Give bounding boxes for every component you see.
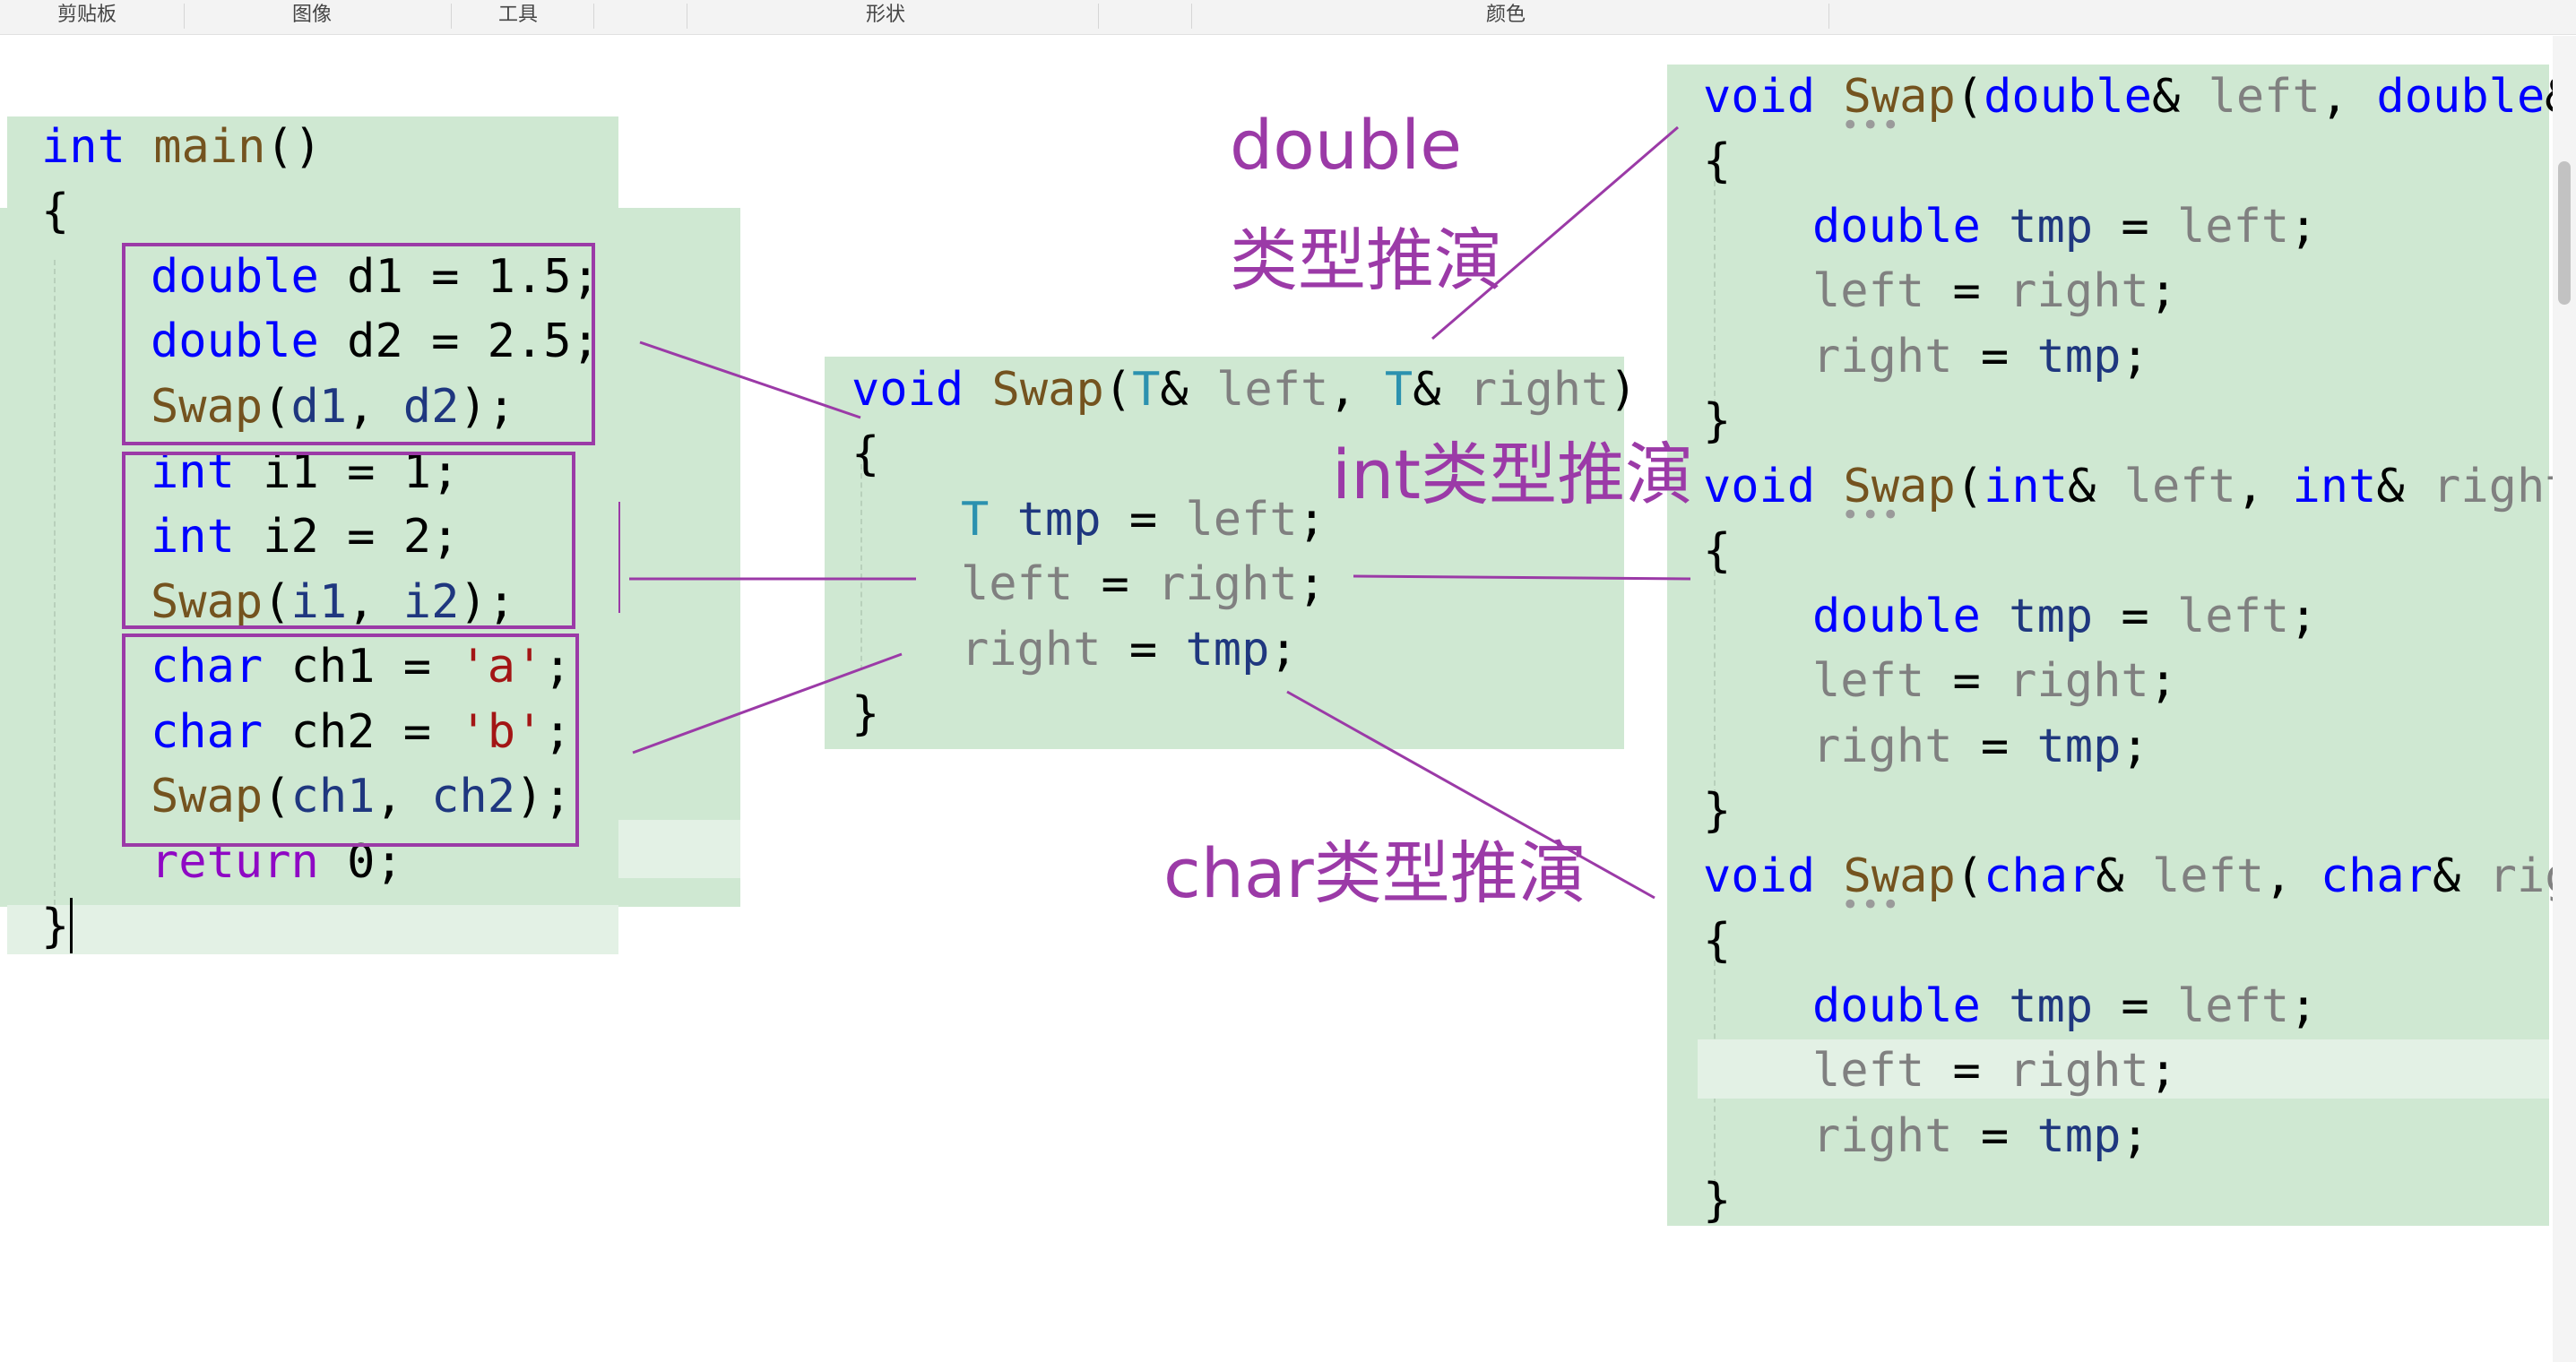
int-box-tick	[618, 502, 620, 613]
double-line-2: double tmp = left;	[1812, 200, 2318, 254]
ribbon-group-tools[interactable]: 工具	[498, 4, 539, 26]
double-line-4: right = tmp;	[1812, 330, 2149, 384]
int-line-1: {	[1703, 524, 1732, 578]
double-annotation-suffix: 类型推演	[1230, 220, 1502, 300]
ribbon-separator	[451, 4, 452, 29]
current-line-highlight	[1698, 1039, 2549, 1099]
template-line-5: }	[851, 687, 880, 741]
char-line-1: {	[1703, 914, 1732, 968]
int-line-2: double tmp = left;	[1812, 590, 2318, 643]
int-line-3: left = right;	[1812, 654, 2178, 708]
main-line-3: double d2 = 2.5;	[151, 315, 600, 368]
connector-template-to-int	[1353, 574, 1691, 581]
template-line-3: left = right;	[961, 557, 1327, 611]
double-line-3: left = right;	[1812, 264, 2178, 318]
int-line-0: void Swap(int& left, int& right	[1703, 460, 2573, 513]
int-annotation-label: int类型推演	[1332, 435, 1694, 514]
ribbon-separator	[1828, 4, 1829, 29]
char-line-5: }	[1703, 1174, 1732, 1228]
main-line-12: }	[41, 900, 70, 953]
template-code-panel	[825, 357, 1624, 749]
indent-guide	[860, 464, 862, 670]
ribbon-separator	[184, 4, 185, 29]
template-line-2: T tmp = left;	[961, 493, 1327, 547]
ribbon-bar: 剪贴板 图像 工具 形状 颜色	[0, 0, 2576, 35]
current-line-highlight-back	[618, 820, 740, 878]
main-line-1: {	[41, 185, 70, 238]
text-cursor	[70, 898, 73, 953]
main-line-9: char ch2 = 'b';	[151, 705, 572, 759]
ribbon-group-clipboard[interactable]: 剪贴板	[57, 4, 117, 26]
instantiated-code-panel	[1667, 65, 2549, 1226]
main-line-2: double d1 = 1.5;	[151, 250, 600, 304]
main-line-10: Swap(ch1, ch2);	[151, 770, 572, 823]
ribbon-separator	[1191, 4, 1192, 29]
main-line-0: int main()	[41, 120, 323, 174]
connector-template-to-char	[1286, 690, 1655, 900]
current-line-highlight	[7, 905, 618, 954]
char-line-0: void Swap(char& left, char& rig	[1703, 849, 2573, 903]
double-call-box	[122, 243, 595, 445]
indent-guide	[54, 260, 56, 905]
template-line-0: void Swap(T& left, T& right)	[851, 363, 1638, 417]
char-annotation-label: char类型推演	[1163, 833, 1586, 913]
main-line-4: Swap(d1, d2);	[151, 380, 516, 434]
template-line-4: right = tmp;	[961, 623, 1298, 677]
double-annotation-word: double	[1230, 105, 1463, 185]
double-line-1: {	[1703, 134, 1732, 188]
ribbon-group-image[interactable]: 图像	[292, 4, 333, 26]
double-line-5: }	[1703, 394, 1732, 448]
ribbon-separator	[1098, 4, 1099, 29]
main-line-8: char ch1 = 'a';	[151, 640, 572, 694]
indent-guide	[1714, 181, 1716, 405]
char-call-box	[122, 634, 579, 847]
char-line-4: right = tmp;	[1812, 1109, 2149, 1163]
char-line-2: double tmp = left;	[1812, 979, 2318, 1033]
int-line-5: }	[1703, 784, 1732, 838]
ribbon-separator	[593, 4, 594, 29]
connector-char-to-template	[632, 652, 903, 754]
vertical-scrollbar[interactable]	[2553, 36, 2576, 1362]
char-line-3: left = right;	[1812, 1044, 2178, 1098]
connector-template-to-double	[1431, 125, 1679, 340]
main-line-6: int i2 = 2;	[151, 510, 460, 564]
ribbon-group-colors[interactable]: 颜色	[1486, 4, 1526, 26]
ribbon-group-shapes[interactable]: 形状	[866, 4, 906, 26]
int-call-box	[122, 452, 575, 629]
int-line-4: right = tmp;	[1812, 720, 2149, 773]
scrollbar-thumb[interactable]	[2558, 161, 2571, 305]
indent-guide	[1714, 571, 1716, 795]
main-code-panel	[7, 116, 618, 954]
template-line-1: {	[851, 427, 880, 481]
connector-double-to-template	[639, 340, 861, 419]
main-line-7: Swap(i1, i2);	[151, 575, 516, 629]
